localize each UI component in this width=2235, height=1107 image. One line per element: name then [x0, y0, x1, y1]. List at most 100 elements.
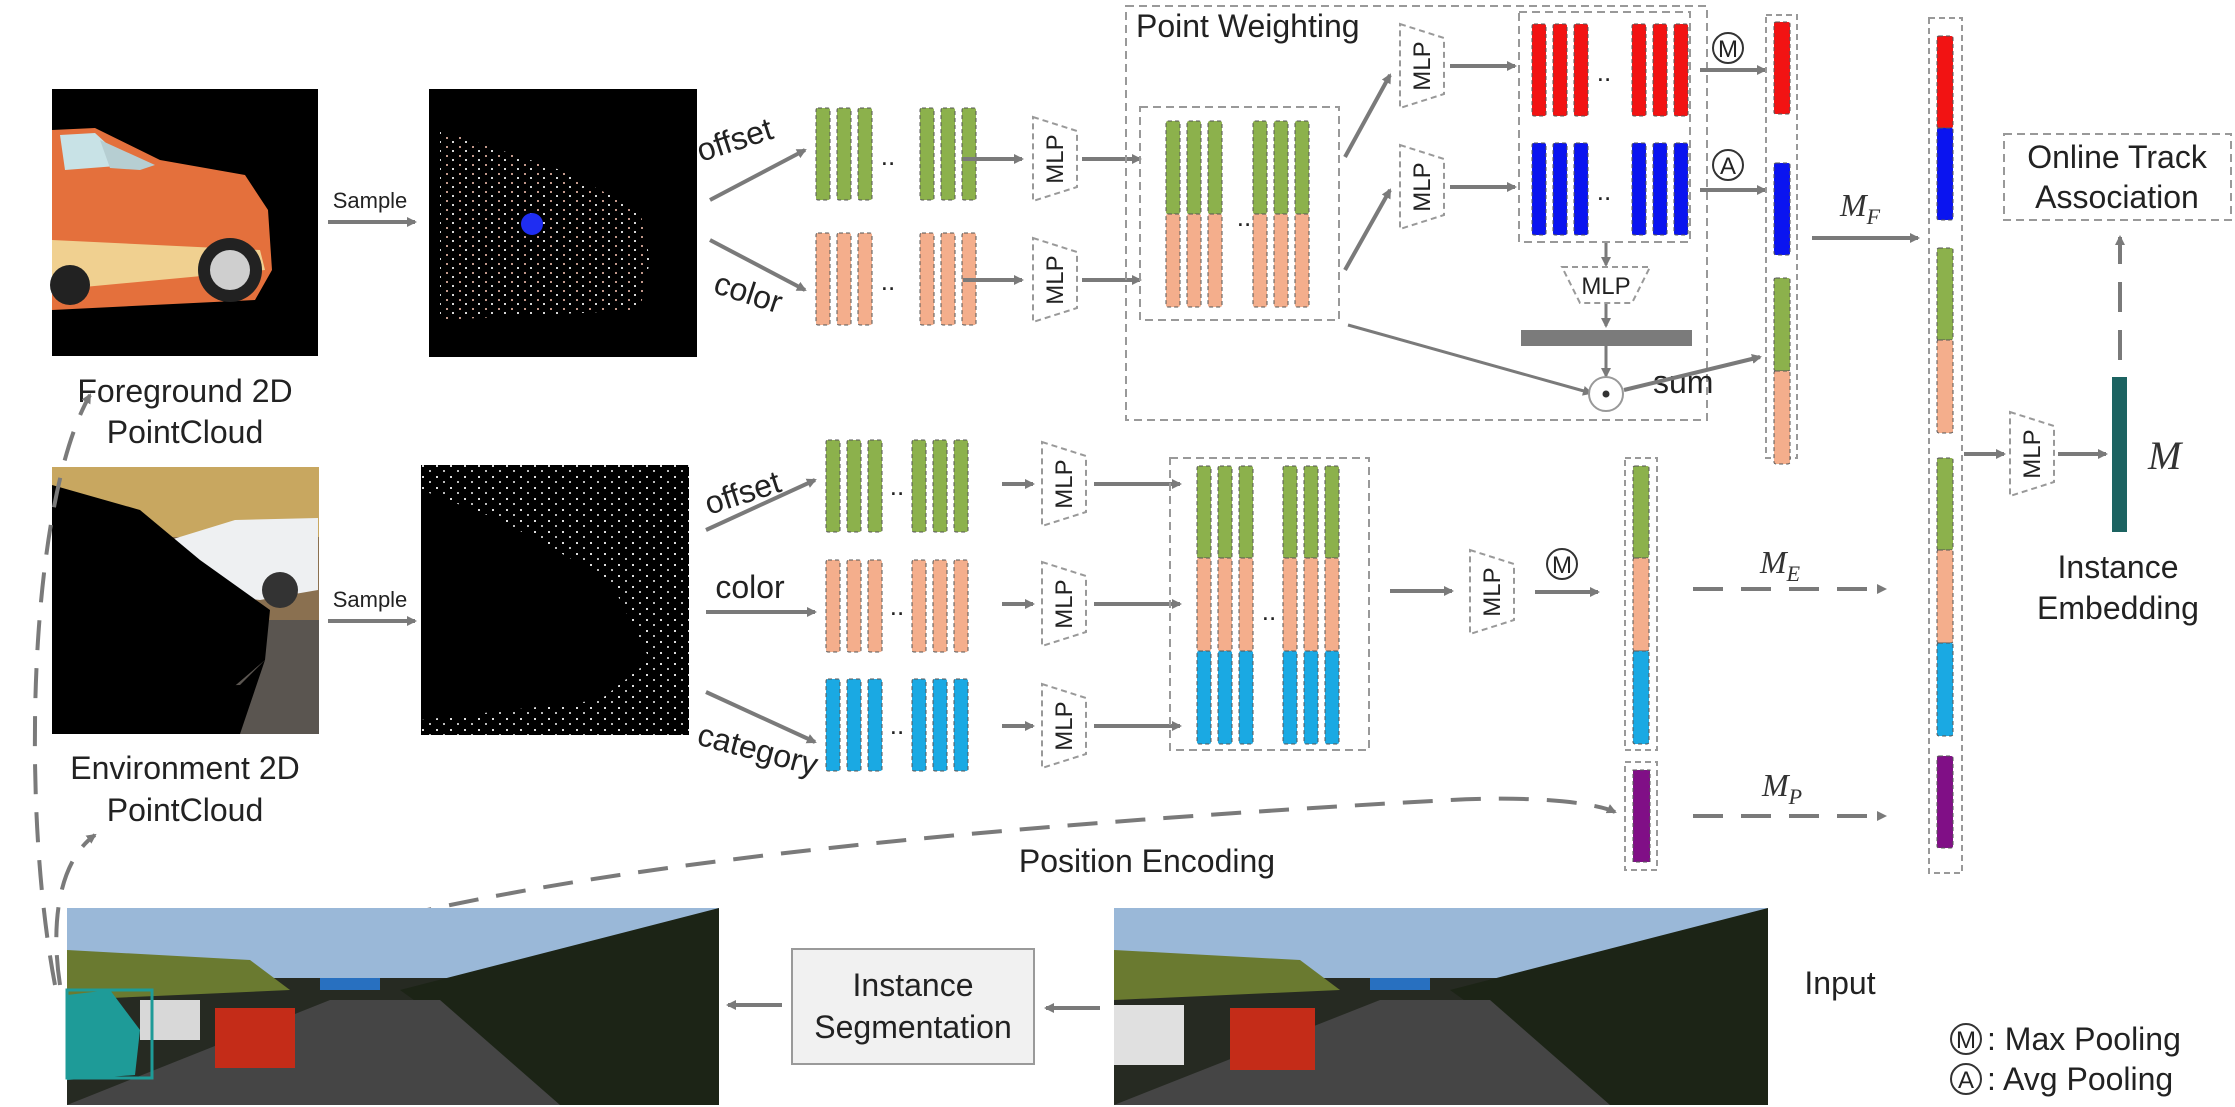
blue-feature-bar [1531, 142, 1547, 236]
offset-feature-bar [825, 439, 841, 533]
legend-avg-pooling: A : Avg Pooling [1950, 1061, 2173, 1097]
environment-output-segment [1632, 650, 1650, 745]
elementwise-product-symbol [1588, 376, 1624, 412]
ellipsis: .. [1597, 176, 1611, 206]
category-feature-bar [867, 678, 883, 772]
concatenated-output-box [1928, 17, 1963, 874]
concat-feature-bar [1303, 557, 1319, 652]
input-road-image [1114, 908, 1768, 1105]
online-track-line2: Association [2035, 179, 2199, 215]
ellipsis: .. [1237, 202, 1251, 232]
svg-text:MLP: MLP [1581, 273, 1630, 300]
concat-feature-bar [1196, 650, 1212, 745]
environment-label-line2: PointCloud [107, 792, 264, 828]
svg-text:MLP: MLP [1479, 567, 1506, 616]
color-feature-bar [815, 232, 831, 326]
red-feature-bar [1631, 23, 1647, 117]
online-track-line1: Online Track [2027, 139, 2208, 175]
instance-segmentation-box [791, 948, 1035, 1065]
svg-text:MLP: MLP [1051, 701, 1078, 750]
blue-feature-bar [1652, 142, 1668, 236]
concat-feature-box-bottom [1169, 457, 1370, 751]
color-feature-bar [825, 559, 841, 653]
color-feature-bar [940, 232, 956, 326]
red-feature-bar [1531, 23, 1547, 117]
final-embedding-bar [2112, 377, 2127, 532]
foreground-output-column [1773, 21, 1791, 465]
concat-feature-bar [1273, 120, 1289, 215]
offset-feature-bar [815, 107, 831, 201]
foreground-car-image [50, 89, 318, 356]
offset-feature-bar [919, 107, 935, 201]
red-feature-bar [1652, 23, 1668, 117]
concatenated-output-segment [1936, 642, 1954, 737]
mlp-block: MLP [1560, 266, 1652, 304]
concat-feature-bar [1165, 120, 1181, 215]
environment-output-column [1632, 465, 1650, 745]
color-feature-bar [867, 559, 883, 653]
offset-feature-bar [867, 439, 883, 533]
red-feature-bar [1673, 23, 1689, 117]
m-p-label: MP [1761, 767, 1802, 809]
environment-scene-image [52, 467, 319, 734]
legend-max-pooling: M : Max Pooling [1950, 1021, 2181, 1057]
concat-feature-bar [1282, 557, 1298, 652]
weighted-feature-box [1518, 11, 1691, 243]
sample-label-1: Sample [333, 188, 408, 213]
m-final-label: M [2147, 433, 2184, 478]
concat-feature-bar [1238, 557, 1254, 652]
red-blue-features: .... [1531, 23, 1689, 236]
concat-feature-bar [1217, 650, 1233, 745]
foreground-output-segment [1773, 162, 1791, 256]
color-feature-bar [911, 559, 927, 653]
concat-feature-bar [1252, 213, 1268, 308]
svg-text:MLP: MLP [1409, 41, 1436, 90]
concat-feature-bar [1282, 465, 1298, 559]
concat-feature-bar [1294, 120, 1310, 215]
svg-text:: Max Pooling: : Max Pooling [1987, 1021, 2181, 1057]
offset-feature-bar [857, 107, 873, 201]
mlp-block: MLP [1041, 682, 1087, 770]
ellipsis: .. [881, 266, 895, 296]
red-feature-bar [1573, 23, 1589, 117]
concatenated-output-segment [1936, 457, 1954, 551]
foreground-concat-features: .. [1165, 120, 1310, 308]
blue-feature-bar [1552, 142, 1568, 236]
color-feature-bar [932, 559, 948, 653]
concatenated-output-segment [1936, 127, 1954, 221]
concat-feature-bar [1207, 213, 1223, 308]
concat-feature-bar [1196, 465, 1212, 559]
concatenated-output-segment [1936, 549, 1954, 644]
foreground-pointcloud-image [429, 89, 697, 357]
max-pool-symbol: M [1546, 548, 1578, 580]
concat-feature-bar [1196, 557, 1212, 652]
foreground-label-line1: Foreground 2D [77, 373, 292, 409]
category-feature-bar [932, 678, 948, 772]
concat-feature-bar [1294, 213, 1310, 308]
m-e-label: ME [1759, 544, 1801, 586]
color-feature-bar [857, 232, 873, 326]
concat-feature-bar [1303, 650, 1319, 745]
mlp-block: MLP [2009, 410, 2055, 498]
offset-label-top: offset [692, 110, 777, 168]
ellipsis: .. [1597, 57, 1611, 87]
svg-text:MLP: MLP [2019, 429, 2046, 478]
svg-text:M: M [1718, 36, 1738, 63]
offset-feature-bar [846, 439, 862, 533]
sample-label-2: Sample [333, 587, 408, 612]
environment-color-features: .. [825, 559, 969, 653]
concat-feature-bar [1217, 465, 1233, 559]
concat-feature-box-top [1139, 106, 1340, 321]
ellipsis: .. [890, 591, 904, 621]
concatenated-output-segment [1936, 339, 1954, 434]
foreground-output-segment [1773, 277, 1791, 372]
blue-feature-bar [1631, 142, 1647, 236]
svg-text:MLP: MLP [1051, 579, 1078, 628]
ellipsis: .. [1262, 596, 1276, 626]
ellipsis: .. [890, 471, 904, 501]
foreground-color-features: .. [815, 232, 977, 326]
svg-text:M: M [1552, 552, 1572, 579]
point-weighting-box [1125, 5, 1708, 421]
foreground-offset-features: .. [815, 107, 977, 201]
color-feature-bar [953, 559, 969, 653]
